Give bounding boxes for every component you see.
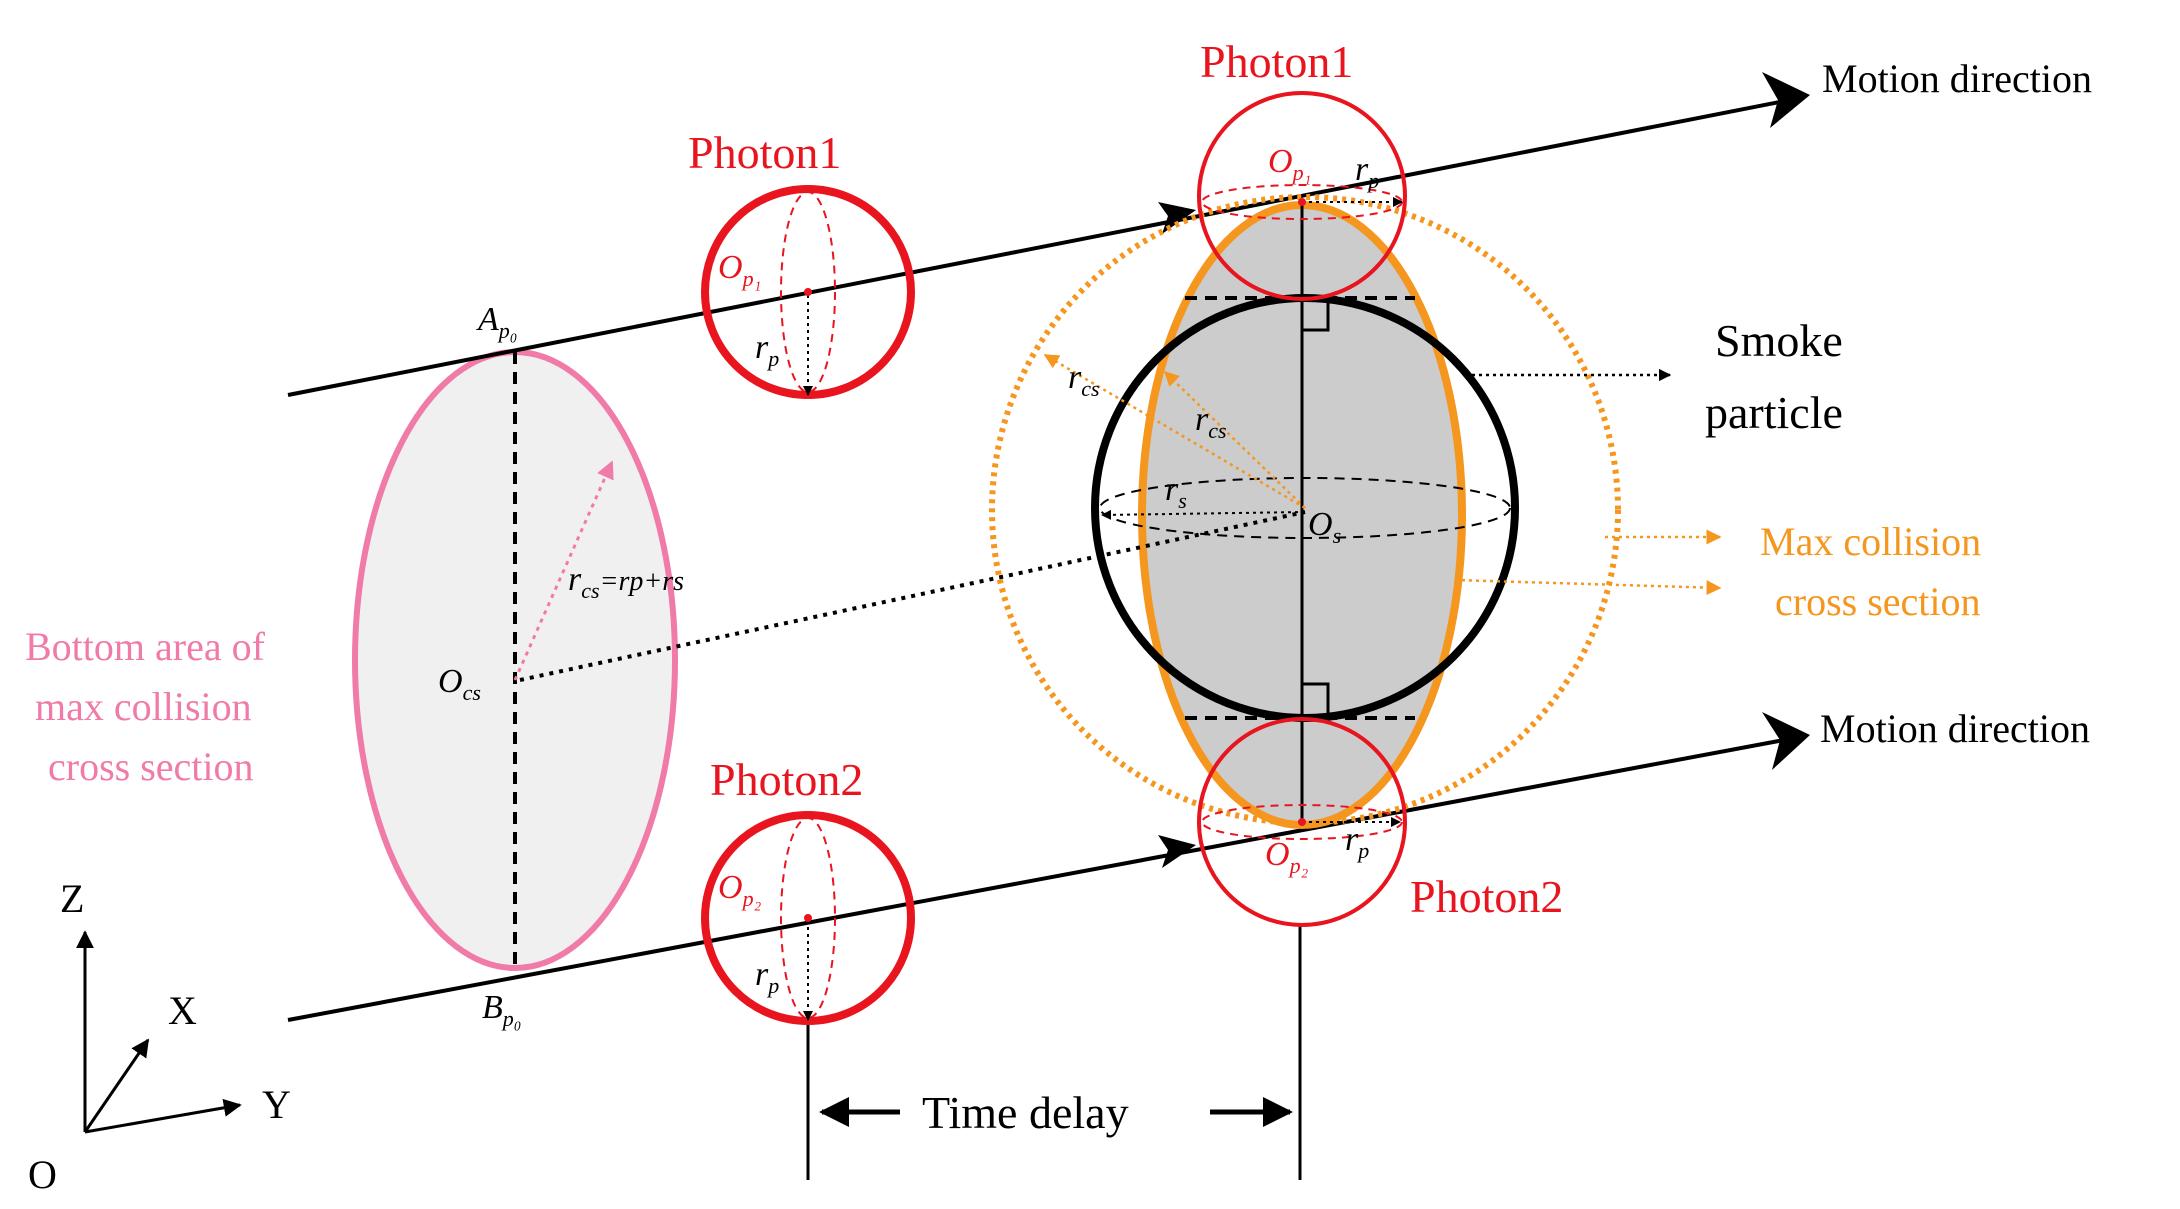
smoke-label-line1: Smoke xyxy=(1715,315,1843,366)
label-rcs-inner: rcs xyxy=(1195,401,1227,443)
photon1-right xyxy=(1197,91,1407,301)
label-rp-p2-right: rp xyxy=(1345,821,1369,863)
axis-y-label: Y xyxy=(262,1082,291,1127)
max-cs-label-line2: cross section xyxy=(1775,579,1981,624)
bottom-area-label-line1: Bottom area of xyxy=(25,624,266,669)
label-rp-p1-left: rp xyxy=(755,329,779,371)
photon1-right-label: Photon1 xyxy=(1200,36,1353,87)
trajectory-line-top xyxy=(287,96,1801,397)
photon1-left xyxy=(701,185,915,399)
label-b-p0: Bp₀ xyxy=(482,989,521,1031)
time-delay-label: Time delay xyxy=(922,1087,1129,1138)
bottom-area-radius-arrow xyxy=(513,460,614,681)
arrow-head-icon xyxy=(1158,835,1196,868)
label-rcs-formula: rcs=rp+rs xyxy=(568,561,684,603)
arrow-head-icon xyxy=(1762,712,1810,770)
photon2-right xyxy=(1197,717,1407,927)
bottom-area-label-line2: max collision xyxy=(35,684,252,729)
smoke-equator-ellipse xyxy=(1099,477,1511,539)
right-angle-icon xyxy=(1302,298,1330,332)
photon2-left xyxy=(701,811,915,1025)
label-rs: rs xyxy=(1165,471,1187,513)
rcs-outer-arrow xyxy=(1043,353,1306,510)
motion-direction-bottom-label: Motion direction xyxy=(1820,706,2090,751)
photon2-right-label: Photon2 xyxy=(1410,871,1563,922)
right-angle-icon xyxy=(1302,682,1330,718)
axis-y-line xyxy=(84,1098,242,1134)
center-connector-dotted xyxy=(519,510,1306,682)
smoke-radius-arrow xyxy=(1101,509,1306,520)
bottom-area-label-line3: cross section xyxy=(48,744,254,789)
axis-o-label: O xyxy=(28,1152,57,1197)
label-o-p1-right: Op₁ xyxy=(1268,143,1311,185)
max-collision-dotted-circle xyxy=(989,194,1621,826)
axis-x-label: X xyxy=(168,988,197,1033)
label-o-s: Os xyxy=(1308,506,1341,548)
label-rp-p1-right: rp xyxy=(1355,151,1379,193)
bottom-area-ellipse-group xyxy=(352,349,678,971)
label-a-p0: Ap₀ xyxy=(476,301,517,343)
smoke-label-line2: particle xyxy=(1705,387,1843,438)
label-rp-p2-left: rp xyxy=(755,956,779,998)
photon1-left-label: Photon1 xyxy=(688,127,841,178)
trajectory-line-bottom xyxy=(287,735,1801,1022)
motion-direction-top-label: Motion direction xyxy=(1822,56,2092,101)
max-cs-pointer-2 xyxy=(1454,578,1722,596)
axis-z-label: Z xyxy=(60,876,84,921)
rcs-inner-arrow xyxy=(1163,370,1306,509)
arrow-head-icon xyxy=(1762,72,1810,128)
label-o-cs: Ocs xyxy=(438,663,481,705)
label-rcs-outer: rcs xyxy=(1068,359,1100,401)
max-cs-label-line1: Max collision xyxy=(1760,519,1981,564)
axis-x-line xyxy=(83,1038,150,1133)
label-o-p2-right: Op₂ xyxy=(1265,836,1309,878)
photon2-left-label: Photon2 xyxy=(710,754,863,805)
label-o-p1-left: Op₁ xyxy=(718,249,761,291)
label-o-p2-left: Op₂ xyxy=(718,869,762,911)
